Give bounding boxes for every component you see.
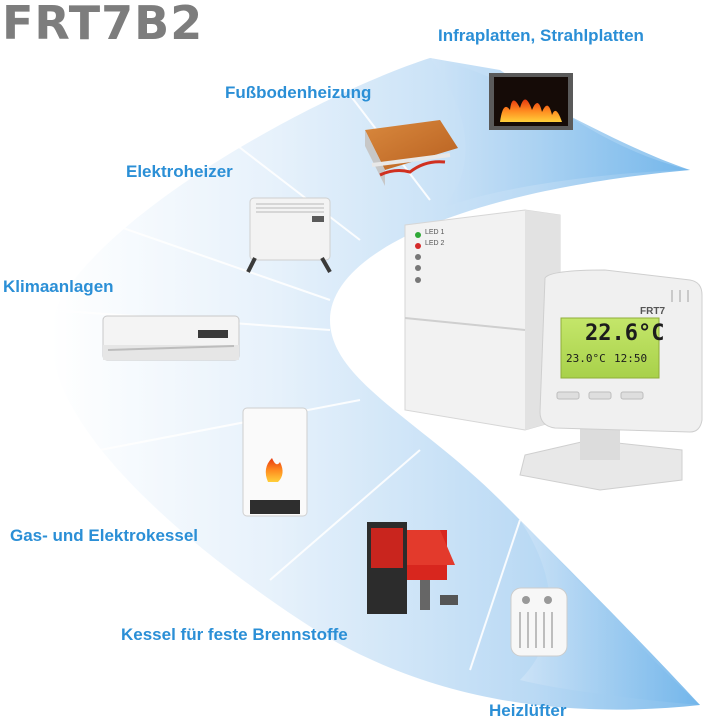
floor-heating: [365, 120, 458, 186]
air-conditioner: [102, 315, 240, 361]
thermostat-small-right: 12:50: [614, 352, 648, 365]
solid-fuel-boiler: [367, 522, 458, 614]
thermostat-temperature: 22.6°C: [585, 321, 665, 346]
fan-heater: [510, 587, 568, 657]
thermostat-small-left: 23.0°C: [566, 352, 606, 365]
gas-boiler: [242, 407, 308, 517]
page-title: FRT7B2: [2, 0, 204, 50]
label-fussbodenheizung: Fußbodenheizung: [225, 83, 372, 102]
label-gaskessel: Gas- und Elektrokessel: [10, 526, 199, 545]
label-feststoffkessel: Kessel für feste Brennstoffe: [121, 625, 348, 644]
label-heizluefter: Heizlüfter: [489, 701, 567, 720]
thermostat-brand: FRT7: [640, 306, 665, 317]
convector-heater: [246, 197, 332, 273]
infrared-panel: [489, 73, 573, 130]
label-infraplatten: Infraplatten, Strahlplatten: [438, 26, 644, 45]
label-klimaanlagen: Klimaanlagen: [3, 277, 114, 296]
wedge-edge-bottom: [520, 520, 700, 705]
thermostat: [519, 269, 703, 491]
label-elektroheizer: Elektroheizer: [126, 162, 233, 181]
led1-label: LED 1: [425, 229, 445, 236]
led2-label: LED 2: [425, 240, 445, 247]
